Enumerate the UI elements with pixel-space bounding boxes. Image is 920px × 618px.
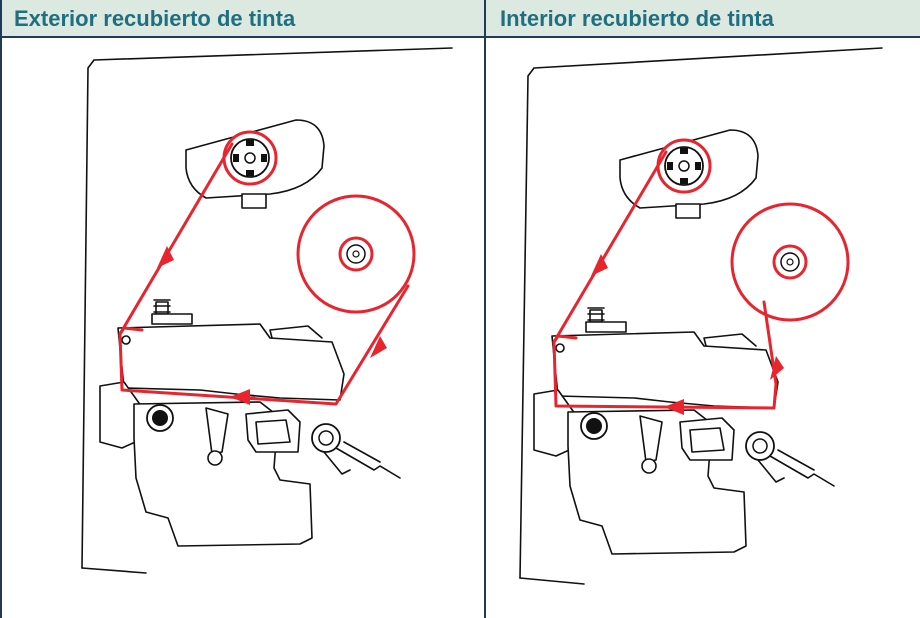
ribbon-arrow-left xyxy=(664,399,684,415)
table-border-left xyxy=(0,0,2,618)
diagram-outside xyxy=(60,38,460,598)
printer-frame xyxy=(81,47,453,569)
header-cell-outside: Exterior recubierto de tinta xyxy=(0,0,484,38)
table-border-middle xyxy=(484,0,486,618)
ribbon-arrow-up xyxy=(157,246,174,268)
ribbon-sensor xyxy=(311,423,401,479)
supply-roll xyxy=(296,194,416,314)
ribbon-arrow-down xyxy=(370,336,387,358)
ribbon-sensor xyxy=(745,431,835,487)
platen-roller xyxy=(146,404,174,432)
diagram-inside xyxy=(500,38,900,598)
print-head xyxy=(551,331,779,409)
ribbon-arrow-up xyxy=(591,254,608,276)
header-label-outside: Exterior recubierto de tinta xyxy=(14,6,296,31)
print-head xyxy=(117,323,345,401)
label-guide xyxy=(679,417,735,461)
ribbon-path xyxy=(118,142,410,406)
header-label-inside: Interior recubierto de tinta xyxy=(500,6,774,31)
platen-roller xyxy=(580,412,608,440)
printer-frame xyxy=(519,47,883,579)
lever xyxy=(205,407,229,455)
header-cell-inside: Interior recubierto de tinta xyxy=(486,0,920,38)
lever xyxy=(639,415,663,463)
rewind-spindle xyxy=(656,138,712,194)
pressure-knob xyxy=(585,307,627,333)
rewind-spindle xyxy=(222,130,278,186)
supply-roll xyxy=(730,202,850,322)
ribbon-arrow-down xyxy=(770,356,784,380)
pressure-knob xyxy=(151,299,193,325)
label-guide xyxy=(245,409,301,453)
